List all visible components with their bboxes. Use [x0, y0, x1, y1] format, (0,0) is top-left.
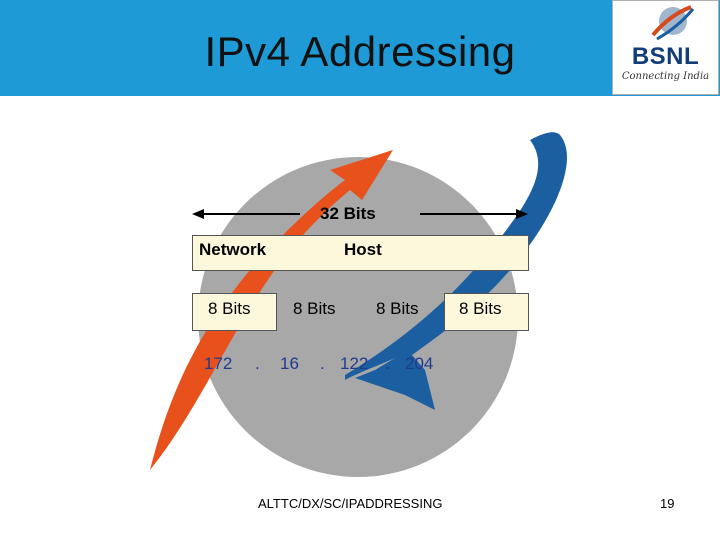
network-host-box [192, 235, 529, 271]
address-dot-1: . [255, 354, 260, 373]
bsnl-logo: BSNL Connecting India [612, 0, 719, 95]
octet-bits-3: 8 Bits [376, 299, 419, 318]
title-bar [0, 0, 720, 96]
right-arrowhead-icon [516, 209, 528, 219]
address-octet-1: 172 [204, 354, 233, 373]
logo-wordmark: BSNL [631, 43, 700, 70]
address-octet-3: 122 [340, 354, 369, 373]
address-dot-2: . [320, 354, 325, 373]
host-label: Host [344, 240, 382, 259]
octet-bits-2: 8 Bits [293, 299, 336, 318]
octet-box-1 [192, 293, 277, 331]
address-octet-2: 16 [280, 354, 299, 373]
logo-globe-icon [651, 5, 695, 41]
footer-text: ALTTC/DX/SC/IPADDRESSING [258, 496, 443, 511]
octet-bits-1: 8 Bits [208, 299, 251, 318]
network-label: Network [199, 240, 267, 259]
octet-bits-4: 8 Bits [459, 299, 502, 318]
address-octet-4: 204 [405, 354, 434, 373]
slide-title: IPv4 Addressing [204, 28, 516, 75]
logo-tagline: Connecting India [621, 71, 710, 82]
address-dot-3: . [385, 354, 390, 373]
total-bits-label: 32 Bits [320, 204, 376, 223]
blue-swoosh [345, 132, 567, 410]
octet-box-4 [444, 293, 529, 331]
orange-swoosh [150, 150, 393, 470]
left-arrowhead-icon [192, 209, 204, 219]
page-number: 19 [660, 496, 675, 511]
